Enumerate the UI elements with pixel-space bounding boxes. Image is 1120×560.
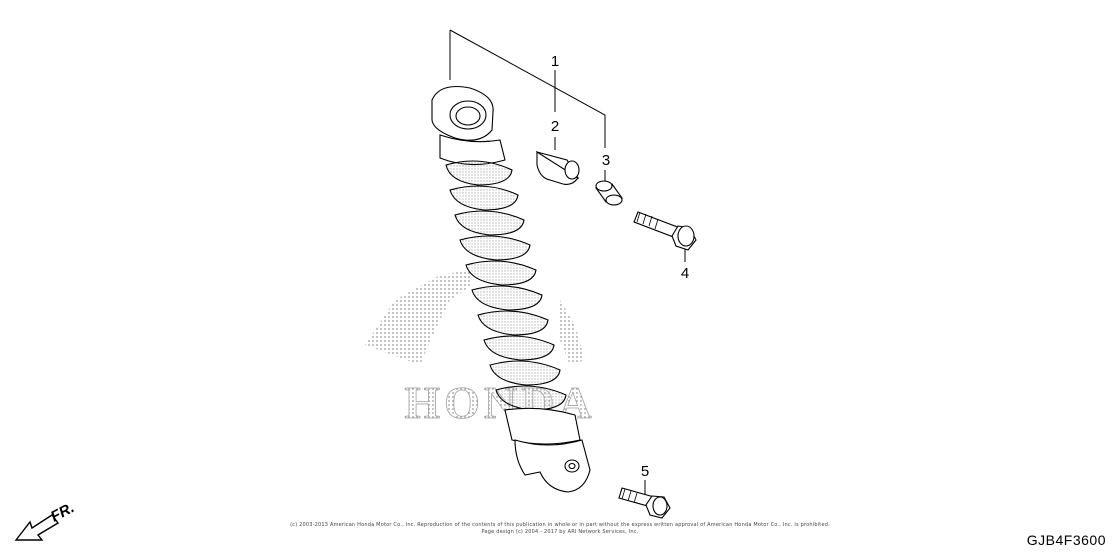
callout-2: 2 (551, 118, 559, 135)
callout-5: 5 (641, 463, 649, 480)
arrow-icon (14, 514, 60, 541)
spacer-part-3 (595, 180, 623, 206)
coil-spring (445, 160, 567, 411)
top-eye (431, 85, 494, 141)
callout-1: 1 (551, 53, 559, 70)
rear-shock-absorber (431, 85, 591, 493)
bolt-part-5 (618, 487, 671, 519)
callout-3: 3 (602, 152, 610, 169)
copyright-line-2: Page design (c) 2004 - 2017 by ARI Netwo… (481, 529, 639, 535)
bottom-clevis (514, 439, 591, 493)
diagram-code: GJB4F3600 (1026, 532, 1106, 548)
honda-wing-watermark (365, 270, 585, 365)
copyright-line-1: (c) 2003-2013 American Honda Motor Co., … (290, 522, 830, 528)
callout-4: 4 (681, 265, 689, 282)
bolt-part-4 (633, 211, 697, 251)
collar-part-2 (535, 150, 580, 185)
